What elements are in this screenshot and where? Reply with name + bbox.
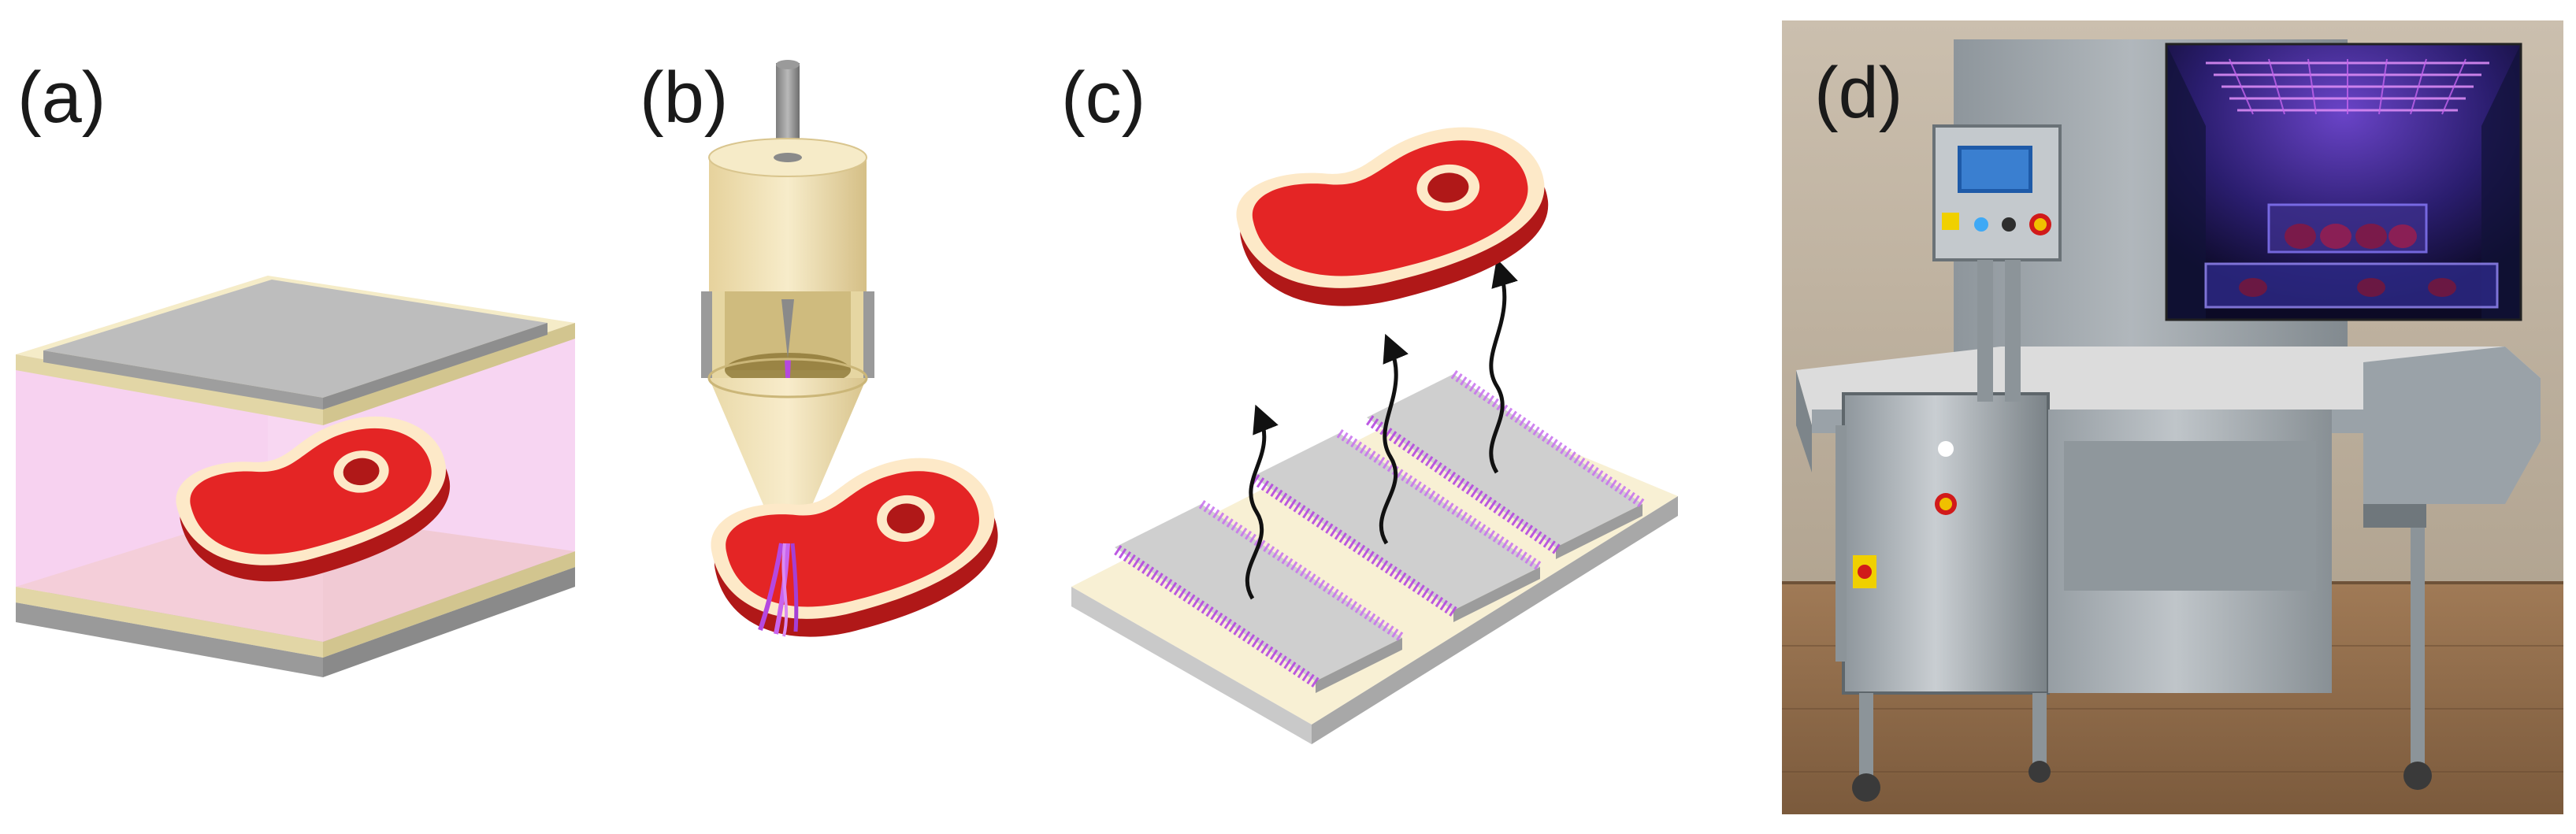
panel-c-steak-icon <box>1224 116 1565 321</box>
panel-d-uv-chamber-inset-photo <box>2165 43 2522 321</box>
panel-label-d: (d) <box>1814 53 1903 133</box>
panel-label-b: (b) <box>640 57 729 138</box>
panel-c-emitter-bars-platform-icon <box>1071 370 1678 744</box>
panel-b-plasma-jet <box>758 543 799 637</box>
panel-b-nozzle-applicator-icon <box>701 60 874 547</box>
panel-a-parallel-plate-cell-icon <box>16 276 575 677</box>
panel-label-c: (c) <box>1061 57 1146 138</box>
panel-c-field-arrow-icons <box>1245 258 1518 600</box>
panel-b-steak-icon <box>700 447 1013 652</box>
panel-label-a: (a) <box>17 57 106 138</box>
